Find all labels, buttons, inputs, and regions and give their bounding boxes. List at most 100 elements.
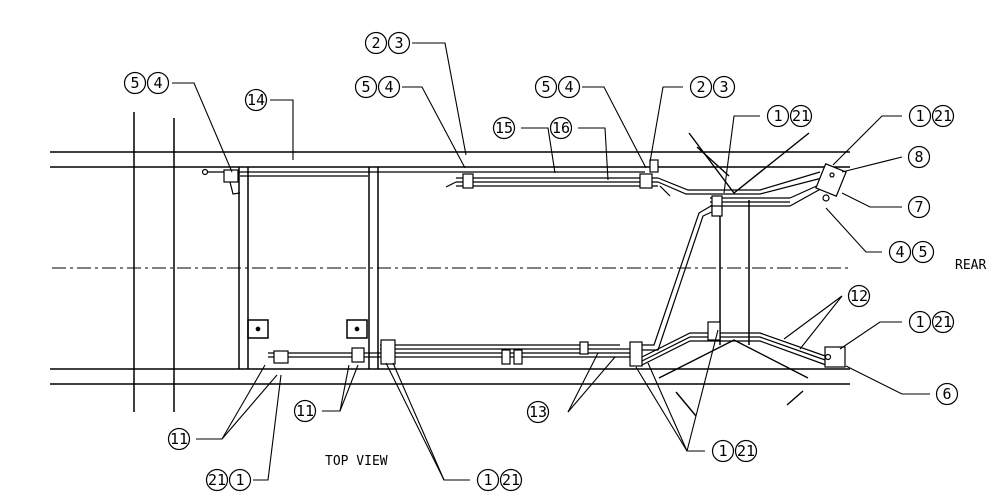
callout-number: 6 xyxy=(942,385,951,403)
callout-number: 16 xyxy=(552,119,570,137)
bottom-clip-5 xyxy=(629,341,643,367)
callout-number: 1 xyxy=(915,313,924,331)
clip-15-left xyxy=(462,173,474,189)
bottom-clip-4 xyxy=(579,341,589,355)
line-lower-to-axle-c xyxy=(641,340,827,366)
callout-number: 15 xyxy=(495,119,513,137)
callout-number: 7 xyxy=(914,198,923,216)
callout-number: 1 xyxy=(915,107,924,125)
upper-tail-b xyxy=(659,185,671,197)
lower-tire-guide-b xyxy=(786,390,804,406)
callout-balloon xyxy=(499,468,523,492)
upper-tail-a xyxy=(445,181,457,188)
callout-balloon xyxy=(847,284,871,308)
callout-number: 4 xyxy=(384,78,393,96)
leader-121-bottom-mid-a xyxy=(385,362,470,481)
leader-121-bottom-right-a xyxy=(635,366,705,452)
clip-16-right xyxy=(639,173,653,189)
callout-number: 21 xyxy=(502,471,520,489)
leader-211 xyxy=(253,374,282,481)
lower-tire-guide-a xyxy=(675,391,697,417)
callout-balloon xyxy=(766,104,790,128)
callout-balloon xyxy=(549,116,573,140)
callout-number: 5 xyxy=(361,78,370,96)
callout-c-14: 14 xyxy=(244,88,268,112)
crossmember-1-bolt xyxy=(255,326,261,332)
leader-13-b xyxy=(567,356,616,413)
upper-valve-port-b xyxy=(829,172,835,178)
leader-14 xyxy=(270,99,294,160)
callout-number: 13 xyxy=(529,403,547,421)
callout-balloon xyxy=(476,468,500,492)
callout-number: 8 xyxy=(914,148,923,166)
bottom-clip-3 xyxy=(513,349,523,365)
leader-121-upper-right xyxy=(832,115,902,166)
leader-54-mid xyxy=(402,86,466,169)
callout-balloon xyxy=(888,240,912,264)
callout-number: 1 xyxy=(483,471,492,489)
leader-6 xyxy=(845,365,930,395)
crossmember-2-bracket xyxy=(346,319,368,339)
callout-balloon xyxy=(931,104,955,128)
clip-upper-left-hook xyxy=(229,181,241,195)
leader-13-a xyxy=(567,352,599,413)
leader-12-b xyxy=(799,295,843,350)
callout-number: 11 xyxy=(170,430,188,448)
upper-valve-block xyxy=(815,163,847,197)
callout-number: 5 xyxy=(541,78,550,96)
callout-c-13: 13 xyxy=(526,400,550,424)
callout-balloon xyxy=(711,439,735,463)
callout-c-8: 8 xyxy=(907,145,931,169)
callout-balloon xyxy=(228,468,252,492)
callout-balloon xyxy=(205,468,229,492)
callout-balloon xyxy=(734,439,758,463)
callout-balloon xyxy=(908,310,932,334)
callout-c-16: 16 xyxy=(549,116,573,140)
bottom-clip-1 xyxy=(380,339,396,365)
callout-balloon xyxy=(689,75,713,99)
line-upper-to-axle-a xyxy=(657,171,821,191)
callout-balloon xyxy=(557,75,581,99)
upper-tire-outline xyxy=(688,132,810,194)
callout-c-11-mid: 11 xyxy=(293,399,317,423)
callout-balloon xyxy=(387,31,411,55)
callout-balloon xyxy=(167,427,191,451)
callout-balloon xyxy=(244,88,268,112)
callout-c-121-bottom-mid: 1 21 xyxy=(476,468,523,492)
diagonal-line-a xyxy=(642,202,717,346)
lower-valve-port xyxy=(824,353,832,361)
callout-number: 2 xyxy=(371,34,380,52)
line-upper-to-axle-b xyxy=(657,177,823,195)
leader-121-lower-right xyxy=(839,321,902,350)
callout-balloon xyxy=(911,240,935,264)
upper-left-line-end xyxy=(201,168,209,176)
callout-balloon xyxy=(907,145,931,169)
callout-number: 3 xyxy=(394,34,403,52)
leader-23-right xyxy=(649,86,683,163)
line-lower-to-axle-b xyxy=(641,336,829,362)
frame-structure xyxy=(50,112,850,412)
fittings xyxy=(201,159,847,368)
side-label: REAR xyxy=(955,258,986,273)
callout-balloon xyxy=(908,104,932,128)
callout-number: 5 xyxy=(918,243,927,261)
leader-16 xyxy=(578,127,609,181)
upper-valve-port-a xyxy=(822,194,830,202)
callout-number: 4 xyxy=(153,74,162,92)
leader-121-bottom-mid-b xyxy=(392,362,445,481)
leader-7 xyxy=(841,192,902,208)
lower-tire-outline xyxy=(658,339,809,379)
upper-tire-guide xyxy=(696,146,730,177)
callout-number: 4 xyxy=(895,243,904,261)
